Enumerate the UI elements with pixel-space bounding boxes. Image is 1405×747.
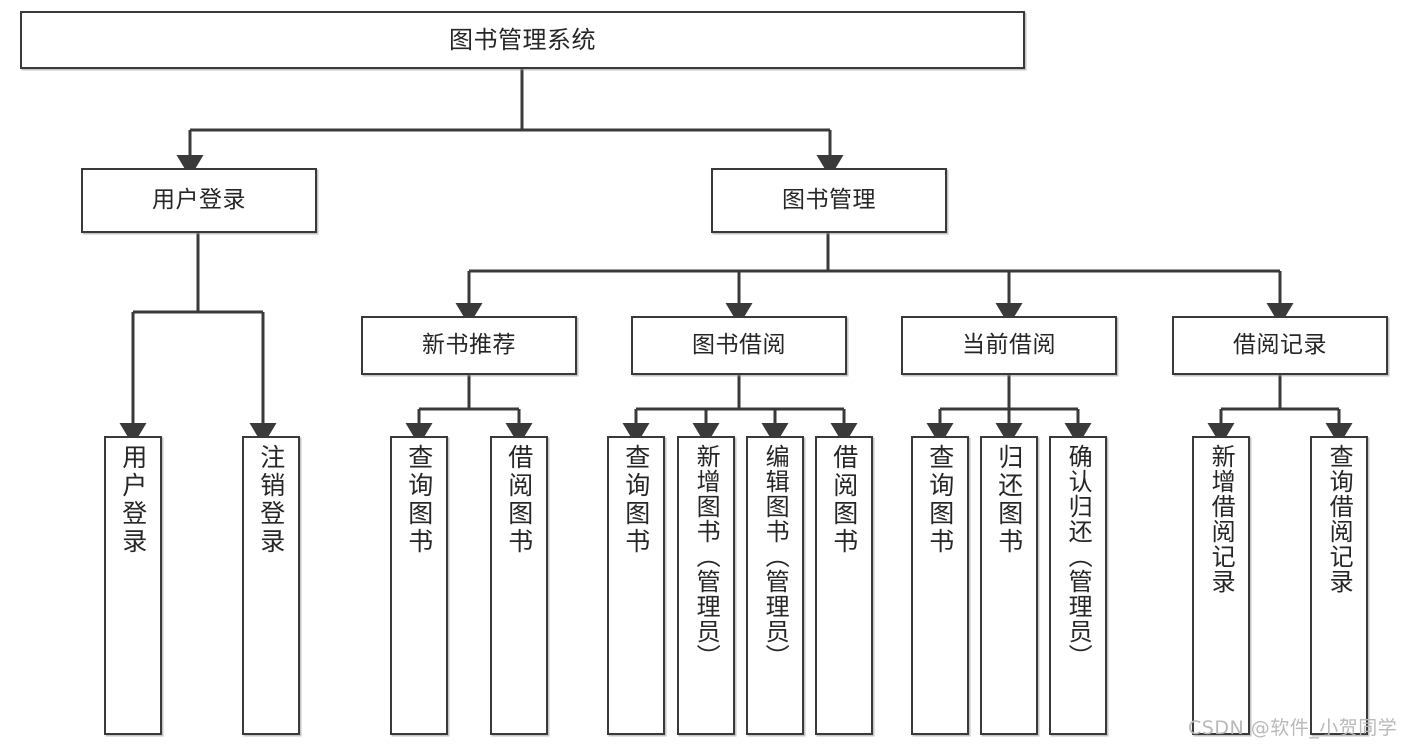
node-label: 确认归还（管理员） bbox=[1064, 444, 1093, 669]
node-label: 新增图书（管理员） bbox=[692, 444, 721, 669]
node-label: 当前借阅 bbox=[962, 331, 1056, 358]
node-label: 借阅图书 bbox=[829, 444, 859, 556]
node-label: 编辑图书（管理员） bbox=[761, 444, 790, 669]
watermark-text: CSDN @软件_小贺同学 bbox=[1188, 717, 1398, 739]
node-label: 归还图书 bbox=[994, 444, 1024, 556]
node-new-book-recommend[interactable]: 新书推荐 bbox=[361, 316, 577, 375]
leaf-borrow-book[interactable]: 借阅图书 bbox=[815, 436, 873, 735]
leaf-query-book-borrow[interactable]: 查询图书 bbox=[607, 436, 665, 735]
node-label: 新书推荐 bbox=[422, 331, 516, 358]
leaf-user-login[interactable]: 用户登录 bbox=[104, 436, 162, 735]
leaf-query-book-newbook[interactable]: 查询图书 bbox=[390, 436, 448, 735]
node-book-management[interactable]: 图书管理 bbox=[711, 168, 947, 233]
leaf-edit-book-admin[interactable]: 编辑图书（管理员） bbox=[746, 436, 804, 735]
node-label: 查询图书 bbox=[404, 444, 434, 556]
node-label: 借阅图书 bbox=[504, 444, 534, 556]
leaf-query-book-current[interactable]: 查询图书 bbox=[911, 436, 969, 735]
node-label: 查询图书 bbox=[925, 444, 955, 556]
node-label: 查询图书 bbox=[621, 444, 651, 556]
node-current-borrow[interactable]: 当前借阅 bbox=[901, 316, 1117, 375]
node-label: 用户登录 bbox=[118, 444, 148, 556]
node-label: 图书管理系统 bbox=[449, 25, 596, 54]
leaf-logout[interactable]: 注销登录 bbox=[242, 436, 300, 735]
node-label: 新增借阅记录 bbox=[1207, 444, 1236, 594]
node-label: 借阅记录 bbox=[1233, 331, 1327, 358]
node-book-borrow[interactable]: 图书借阅 bbox=[631, 316, 847, 375]
leaf-add-borrow-record[interactable]: 新增借阅记录 bbox=[1192, 436, 1250, 735]
node-label: 注销登录 bbox=[256, 444, 286, 556]
node-label: 图书借阅 bbox=[692, 331, 786, 358]
node-label: 用户登录 bbox=[152, 186, 246, 213]
node-label: 查询借阅记录 bbox=[1325, 444, 1354, 594]
node-root-system[interactable]: 图书管理系统 bbox=[20, 11, 1025, 69]
leaf-return-book[interactable]: 归还图书 bbox=[980, 436, 1038, 735]
leaf-query-borrow-record[interactable]: 查询借阅记录 bbox=[1310, 436, 1368, 735]
leaf-confirm-return-admin[interactable]: 确认归还（管理员） bbox=[1049, 436, 1107, 735]
leaf-borrow-book-newbook[interactable]: 借阅图书 bbox=[490, 436, 548, 735]
node-label: 图书管理 bbox=[782, 186, 876, 213]
node-user-login[interactable]: 用户登录 bbox=[81, 168, 317, 233]
node-borrow-record[interactable]: 借阅记录 bbox=[1172, 316, 1388, 375]
leaf-add-book-admin[interactable]: 新增图书（管理员） bbox=[677, 436, 735, 735]
